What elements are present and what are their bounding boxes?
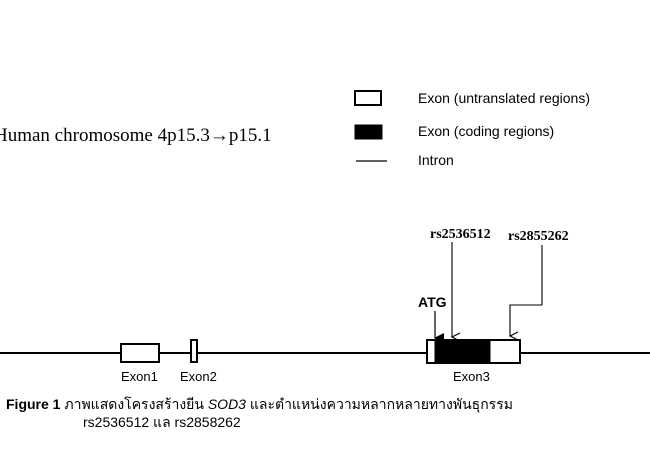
exon2-label: Exon2 — [180, 369, 217, 384]
exon2-box — [190, 339, 198, 363]
exon1-box — [120, 343, 160, 363]
caption-gene-name: SOD3 — [207, 396, 246, 412]
caption-text-before-gene: ภาพแสดงโครงสร้างยีน — [64, 396, 204, 412]
exon3-label: Exon3 — [453, 369, 490, 384]
legend: Exon (untranslated regions) Exon (coding… — [354, 90, 590, 168]
snp-rs2536512-label: rs2536512 — [430, 227, 491, 242]
caption-text-after-gene: และตำแหน่งความหลากหลายทางพันธุกรรม — [249, 396, 513, 412]
legend-intron-label: Intron — [418, 152, 454, 168]
gene-structure-diagram: Human chromosome 4p15.3→p15.1 Exon (untr… — [0, 90, 650, 384]
atg-label: ATG — [418, 294, 447, 310]
legend-utr-label: Exon (untranslated regions) — [418, 90, 590, 106]
legend-coding-swatch — [354, 124, 383, 140]
legend-coding-label: Exon (coding regions) — [418, 123, 554, 139]
exon3 — [426, 339, 521, 364]
chromosome-label: Human chromosome 4p15.3→p15.1 — [0, 125, 272, 146]
caption-line2: rs2536512 แล rs2858262 — [83, 414, 241, 430]
exon1-label: Exon1 — [121, 369, 158, 384]
snp-rs2855262-label: rs2855262 — [508, 229, 569, 244]
snp-rs2855262-connector — [510, 245, 543, 336]
figure-label: Figure 1 — [6, 396, 61, 412]
exon3-coding-box — [434, 339, 491, 364]
legend-utr-swatch — [354, 90, 382, 106]
figure-caption: Figure 1 ภาพแสดงโครงสร้างยีน SOD3 และตำแ… — [6, 395, 646, 431]
